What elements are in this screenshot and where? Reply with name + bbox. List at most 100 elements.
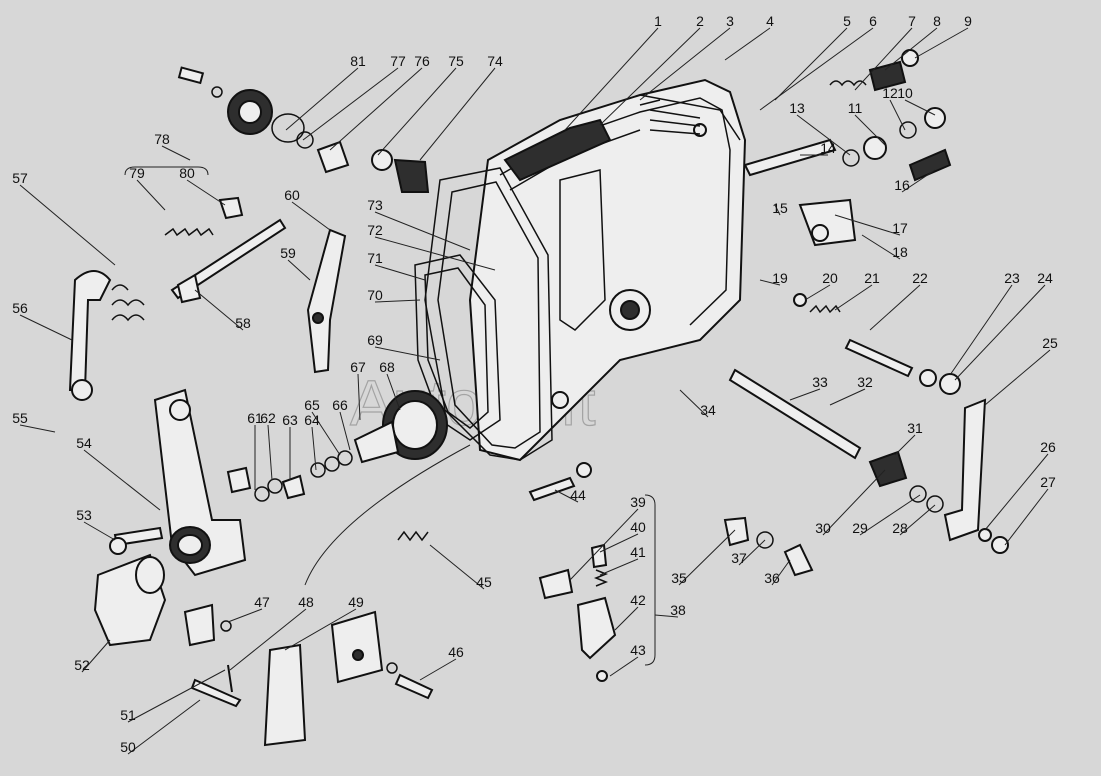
- leader-line-32: [829, 388, 866, 406]
- part-label-53: 53: [76, 507, 92, 523]
- part-label-68: 68: [379, 359, 395, 375]
- part-label-6: 6: [869, 13, 877, 29]
- leader-line-79: [136, 179, 166, 211]
- part-label-12: 12: [882, 85, 898, 101]
- leader-line-21: [834, 284, 873, 311]
- part-label-33: 33: [812, 374, 828, 390]
- part-label-78: 78: [154, 131, 170, 147]
- part-label-71: 71: [367, 250, 383, 266]
- leader-line-39: [569, 508, 639, 581]
- leader-line-40: [599, 533, 639, 553]
- part-label-42: 42: [630, 592, 646, 608]
- part-label-35: 35: [671, 570, 687, 586]
- part-label-32: 32: [857, 374, 873, 390]
- arm-54: [93, 388, 247, 647]
- leader-line-68: [386, 373, 401, 411]
- part-label-14: 14: [820, 140, 836, 156]
- leader-line-77: [302, 67, 399, 141]
- part-label-5: 5: [843, 13, 851, 29]
- leader-line-20: [804, 284, 831, 301]
- part-label-4: 4: [766, 13, 774, 29]
- part-label-19: 19: [772, 270, 788, 286]
- seal-and-bearing-group: [177, 66, 430, 193]
- part-label-80: 80: [179, 165, 195, 181]
- gasket-plates: [414, 167, 553, 461]
- part-label-64: 64: [304, 412, 320, 428]
- leader-line-42: [614, 606, 639, 631]
- part-label-66: 66: [332, 397, 348, 413]
- leader-line-60: [291, 201, 331, 231]
- leader-line-69: [374, 346, 441, 361]
- part-label-76: 76: [414, 53, 430, 69]
- part-label-56: 56: [12, 300, 28, 316]
- leader-line-41: [599, 558, 639, 576]
- leader-line-46: [419, 658, 457, 681]
- part-label-31: 31: [907, 420, 923, 436]
- leader-line-62: [267, 424, 273, 481]
- part-label-8: 8: [933, 13, 941, 29]
- part-label-52: 52: [74, 657, 90, 673]
- leader-line-54: [83, 449, 161, 511]
- lower-parts: [183, 462, 814, 747]
- leader-line-64: [311, 426, 317, 471]
- leader-line-7: [854, 27, 913, 91]
- part-label-50: 50: [120, 739, 136, 755]
- leader-line-47: [227, 608, 263, 623]
- leader-line-3: [639, 27, 731, 101]
- part-label-70: 70: [367, 287, 383, 303]
- leader-line-37: [738, 539, 766, 566]
- part-label-21: 21: [864, 270, 880, 286]
- part-label-45: 45: [476, 574, 492, 590]
- part-label-13: 13: [789, 100, 805, 116]
- part-label-23: 23: [1004, 270, 1020, 286]
- leader-line-57: [19, 184, 116, 266]
- part-label-62: 62: [260, 410, 276, 426]
- part-label-61: 61: [247, 410, 263, 426]
- part-label-44: 44: [570, 487, 586, 503]
- leader-line-59: [287, 259, 311, 281]
- leader-line-71: [374, 264, 426, 281]
- lever-59: [306, 228, 347, 374]
- leader-line-78: [161, 145, 191, 161]
- leader-line-8: [884, 27, 938, 71]
- leader-line-73: [374, 211, 471, 251]
- part-label-26: 26: [1040, 439, 1056, 455]
- leader-line-24: [954, 284, 1046, 381]
- leader-line-22: [869, 284, 921, 331]
- leader-line-49: [284, 608, 357, 651]
- leader-line-52: [81, 639, 111, 673]
- leader-line-65: [311, 411, 341, 456]
- leader-line-80: [186, 179, 226, 206]
- part-label-25: 25: [1042, 335, 1058, 351]
- leader-line-70: [374, 299, 421, 303]
- part-label-75: 75: [448, 53, 464, 69]
- part-label-81: 81: [350, 53, 366, 69]
- leader-line-10: [904, 99, 936, 116]
- part-label-58: 58: [235, 315, 251, 331]
- part-label-59: 59: [280, 245, 296, 261]
- leader-lines: [19, 27, 1051, 755]
- leader-line-72: [374, 236, 496, 271]
- leader-line-75: [377, 67, 457, 156]
- leader-line-25: [984, 349, 1051, 406]
- part-label-1: 1: [654, 13, 662, 29]
- part-label-54: 54: [76, 435, 92, 451]
- leader-line-28: [899, 504, 936, 536]
- leader-line-34: [679, 389, 709, 418]
- part-label-51: 51: [120, 707, 136, 723]
- part-label-55: 55: [12, 410, 28, 426]
- leader-line-5: [774, 27, 848, 101]
- part-label-36: 36: [764, 570, 780, 586]
- part-label-74: 74: [487, 53, 503, 69]
- leader-line-19: [759, 279, 781, 286]
- part-label-7: 7: [908, 13, 916, 29]
- leader-line-12: [889, 99, 906, 131]
- part-label-41: 41: [630, 544, 646, 560]
- part-label-30: 30: [815, 520, 831, 536]
- part-label-48: 48: [298, 594, 314, 610]
- part-label-20: 20: [822, 270, 838, 286]
- part-label-11: 11: [848, 100, 863, 116]
- leader-line-26: [984, 453, 1049, 531]
